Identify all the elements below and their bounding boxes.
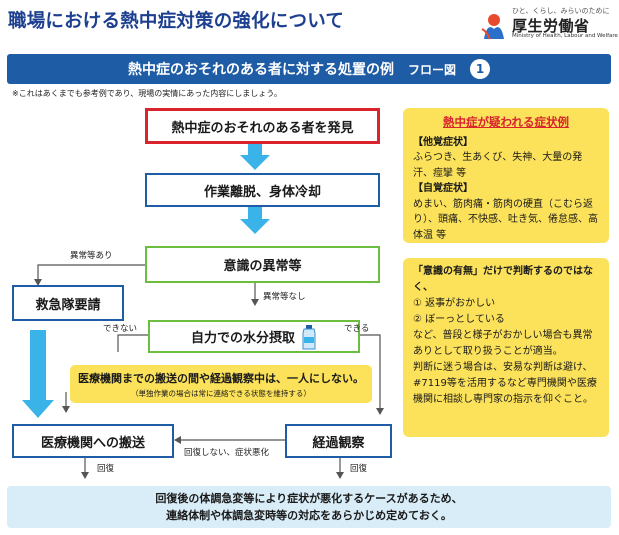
symptoms-other-text: ふらつき、生あくび、失神、大量の発汗、痙攣 等 xyxy=(413,152,583,179)
label-abnormal: 異常等あり xyxy=(70,251,113,261)
reference-note: ※これはあくまでも参考例であり、現場の実情にあった内容にしましょう。 xyxy=(12,89,282,98)
banner-number-badge: 1 xyxy=(470,59,490,79)
label-can: できる xyxy=(344,324,370,334)
banner-label: フロー図 xyxy=(407,62,456,77)
symptoms-box: 熱中症が疑われる症状例 【他覚症状】 ふらつき、生あくび、失神、大量の発汗、痙攣… xyxy=(403,108,609,243)
page-title: 職場における熱中症対策の強化について xyxy=(8,11,345,32)
flow-hydration-label: 自力での水分摂取 xyxy=(190,331,295,346)
label-normal: 異常等なし xyxy=(263,292,306,302)
label-cannot: できない xyxy=(103,324,138,334)
judgement-text-2: 判断に迷う場合は、安易な判断は避け、#7119等を活用するなど専門機関や医療機関… xyxy=(413,362,597,405)
label-recovered-right: 回復 xyxy=(350,464,368,474)
footer-line-1: 回復後の体調急変等により症状が悪化するケースがあるため、 xyxy=(155,492,463,505)
footer-line-2: 連絡体制や体調急変時等の対応をあらかじめ定めておく。 xyxy=(166,509,452,523)
section-banner: 熱中症のおそれのある者に対する処置の例 フロー図 1 xyxy=(7,54,611,84)
banner-text: 熱中症のおそれのある者に対する処置の例 xyxy=(127,62,394,78)
no-one-alone-callout: 医療機関までの搬送の間や経過観察中は、一人にしない。 （単独作業の場合は常に連絡… xyxy=(70,365,372,403)
symptoms-other-title: 【他覚症状】 xyxy=(413,136,473,148)
label-not-recovered: 回復しない、症状悪化 xyxy=(184,448,270,458)
callout-main: 医療機関までの搬送の間や経過観察中は、一人にしない。 xyxy=(78,372,364,385)
judgement-item-1: ① 返事がおかしい xyxy=(413,298,496,309)
water-bottle-icon xyxy=(302,324,316,349)
flow-remove-cool: 作業離脱、身体冷却 xyxy=(145,173,380,207)
footer-note: 回復後の体調急変等により症状が悪化するケースがあるため、 連絡体制や体調急変時等… xyxy=(7,486,611,528)
logo-tagline: ひと、くらし、みらいのために xyxy=(512,7,610,15)
flow-ambulance: 救急隊要請 xyxy=(12,285,124,321)
flow-consciousness-check: 意識の異常等 xyxy=(145,246,380,283)
symptoms-self-title: 【自覚症状】 xyxy=(413,183,473,195)
flow-transport: 医療機関への搬送 xyxy=(12,424,174,458)
callout-sub: （単独作業の場合は常に連絡できる状態を維持する） xyxy=(131,389,311,398)
flow-observe: 経過観察 xyxy=(285,424,392,458)
judgement-text-1: など、普段と様子がおかしい場合も異常ありとして取り扱うことが適当。 xyxy=(413,330,593,357)
symptoms-heading: 熱中症が疑われる症状例 xyxy=(443,115,569,129)
main-flow-arrows xyxy=(22,143,270,418)
symptoms-self-text: めまい、筋肉痛・筋肉の硬直（こむら返り）、頭痛、不快感、吐き気、倦怠感、高体温 … xyxy=(413,198,598,241)
logo-name: 厚生労働省 xyxy=(512,17,590,35)
judgement-lead: 「意識の有無」だけで判断するのではなく、 xyxy=(413,266,593,293)
judgement-box: 「意識の有無」だけで判断するのではなく、 ① 返事がおかしい ② ぼーっとしてい… xyxy=(403,258,609,437)
judgement-item-2: ② ぼーっとしている xyxy=(413,314,505,325)
mhlw-logo-icon xyxy=(481,14,504,40)
flow-hydration: 自力での水分摂取 xyxy=(148,320,360,353)
flow-discover: 熱中症のおそれのある者を発見 xyxy=(145,108,380,144)
logo-subtitle: Ministry of Health, Labour and Welfare xyxy=(512,33,618,39)
label-recovered-left: 回復 xyxy=(97,464,115,474)
